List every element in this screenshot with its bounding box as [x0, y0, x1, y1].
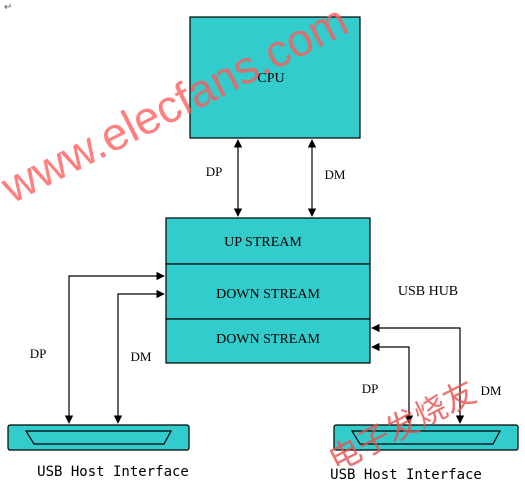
right-usb-connector [333, 424, 519, 451]
dp-top-label: DP [206, 164, 223, 179]
dm-right-label: DM [481, 383, 502, 398]
up-stream-block [165, 217, 371, 265]
dp-line-left [64, 271, 165, 424]
down-stream-block-2 [165, 318, 371, 364]
cpu-label: CPU [257, 71, 284, 86]
down-stream-block-1 [165, 263, 371, 320]
right-connector-label: USB Host Interface [330, 467, 482, 483]
down-stream-label-2: DOWN STREAM [216, 332, 320, 347]
left-connector-label: USB Host Interface [37, 464, 189, 480]
hub-block: UP STREAM DOWN STREAM DOWN STREAM [165, 217, 371, 364]
dm-line-right [371, 323, 465, 424]
usb-hub-label: USB HUB [398, 284, 458, 299]
up-stream-label: UP STREAM [224, 235, 302, 250]
dm-left-label: DM [131, 349, 152, 364]
paragraph-mark: ↵ [4, 2, 12, 13]
dp-right-label: DP [362, 381, 379, 396]
down-stream-label-1: DOWN STREAM [216, 287, 320, 302]
dp-line-right [371, 342, 414, 424]
dm-top-label: DM [325, 167, 346, 182]
left-usb-connector [7, 424, 190, 451]
cpu-block: CPU [189, 16, 361, 139]
dp-left-label: DP [30, 346, 47, 361]
dm-line-left [113, 289, 165, 424]
